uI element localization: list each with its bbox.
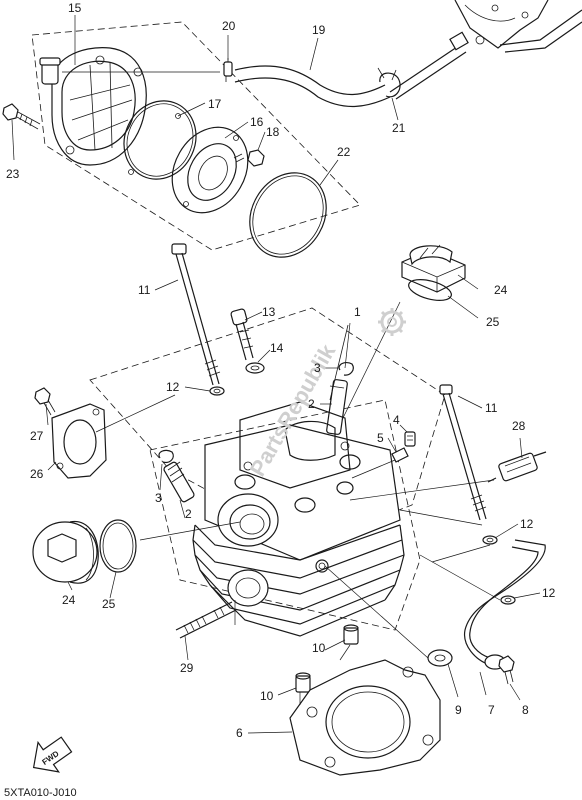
hose-clip-20 (223, 58, 233, 82)
callout-17: 17 (208, 97, 222, 111)
callout-6: 6 (236, 726, 243, 740)
callout-10-b: 10 (260, 689, 274, 703)
callout-16: 16 (250, 115, 264, 129)
cover-16 (171, 126, 249, 214)
dowel-pin-10-a (343, 624, 359, 645)
o-ring-22 (249, 172, 327, 258)
callout-24-top: 24 (494, 283, 508, 297)
bolt-27 (34, 387, 56, 416)
o-ring-25-top (408, 279, 452, 301)
valve-guide-2-left (163, 461, 195, 503)
callout-21: 21 (392, 121, 406, 135)
bolt-8 (498, 655, 515, 685)
callout-25-bottom: 25 (102, 597, 116, 611)
head-gasket-6 (289, 659, 441, 776)
bolt-18 (233, 149, 265, 167)
drawing-code: 5XTA010-J010 (4, 787, 77, 799)
stud-bolt-11-left (171, 243, 221, 386)
dowel-pin-10-b (295, 672, 311, 693)
fwd-arrow-icon: FWD (32, 736, 73, 773)
callout-10-a: 10 (312, 641, 326, 655)
callout-labels: 15 20 19 21 17 16 18 23 22 11 13 1 14 3 … (6, 1, 556, 740)
engine-case-corner (454, 0, 582, 53)
callout-11-left: 11 (138, 283, 151, 297)
callout-3-left: 3 (155, 491, 162, 505)
callout-12-b: 12 (520, 517, 534, 531)
stud-bolt-11-right (439, 384, 487, 521)
callout-13: 13 (262, 305, 276, 319)
callout-25-top: 25 (486, 315, 500, 329)
callout-4: 4 (393, 413, 400, 427)
valve-guide-1 (329, 324, 349, 401)
callout-12-a: 12 (166, 380, 180, 394)
callout-20: 20 (222, 19, 236, 33)
circlip-3-left (158, 449, 174, 463)
washer-12-a (209, 386, 225, 396)
bolt-23 (2, 103, 41, 130)
callout-1: 1 (354, 305, 361, 319)
callout-18: 18 (266, 125, 280, 139)
callout-26: 26 (30, 467, 44, 481)
callout-23: 23 (6, 167, 20, 181)
washer-12-c (500, 595, 516, 605)
plug-24-bottom (32, 520, 99, 584)
callout-24-bottom: 24 (62, 593, 76, 607)
callout-8: 8 (522, 703, 529, 717)
bolt-4 (404, 431, 416, 447)
callout-22: 22 (337, 145, 351, 159)
callout-leaders (11, 15, 541, 734)
callout-3-right: 3 (314, 361, 321, 375)
spark-plug-28 (487, 451, 547, 483)
callout-12-c: 12 (542, 586, 556, 600)
callout-29: 29 (180, 661, 194, 675)
callout-9: 9 (455, 703, 462, 717)
o-ring-25-bottom (99, 519, 137, 573)
callout-2-left: 2 (185, 507, 192, 521)
gasket-26 (51, 403, 107, 479)
washer-12-b (482, 535, 498, 545)
o-ring-17 (123, 100, 197, 180)
tappet-cover-15 (39, 47, 147, 166)
callout-15: 15 (68, 1, 82, 15)
hose-clamp-21 (377, 67, 401, 98)
callout-27: 27 (30, 429, 44, 443)
cylinder-head (192, 401, 405, 637)
callout-2-right: 2 (308, 397, 315, 411)
stud-bolt-29 (175, 601, 237, 639)
bolt-13 (230, 308, 254, 361)
assembly-lines (62, 71, 501, 705)
plug-24-top (401, 244, 466, 293)
washer-14 (245, 362, 265, 374)
washer-5 (391, 447, 409, 463)
callout-28: 28 (512, 419, 526, 433)
gear-icon (378, 308, 406, 336)
breather-hose (234, 31, 469, 108)
callout-7: 7 (488, 703, 495, 717)
oil-pipe-7 (427, 539, 546, 670)
callout-14: 14 (270, 341, 284, 355)
callout-19: 19 (312, 23, 326, 37)
callout-5: 5 (377, 431, 384, 445)
valve-guide-2-right (326, 379, 348, 435)
circlip-3-right (338, 361, 354, 376)
callout-11-right: 11 (485, 401, 498, 415)
